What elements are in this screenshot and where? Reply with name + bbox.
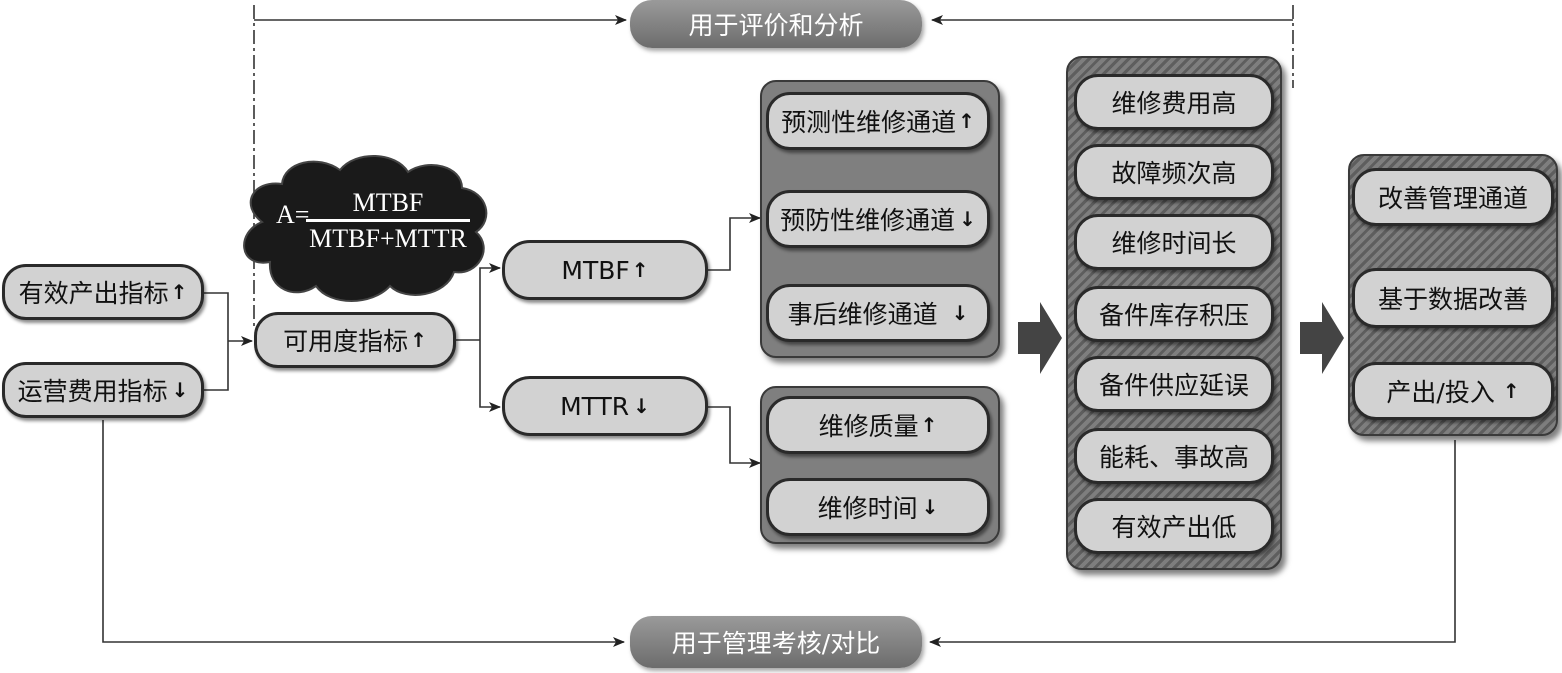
problem-item: 故障频次高 [1074, 144, 1274, 200]
input-effective-output: 有效产出指标↑ [2, 264, 204, 320]
mttr-node: MTTR↓ [502, 376, 708, 436]
problem-label: 备件库存积压 [1098, 301, 1249, 330]
bottom-banner: 用于管理考核/对比 [630, 616, 922, 668]
mtbf-to-channels-arrow [708, 213, 761, 271]
up-arrow-icon: ↑ [170, 280, 188, 304]
channel-label: 事后维修通道 [787, 300, 938, 329]
mttr-item-quality: 维修质量↑ [766, 396, 990, 454]
formula-lhs: A= [276, 200, 310, 229]
problem-item: 维修时间长 [1074, 214, 1274, 270]
channel-predictive: 预测性维修通道↑ [766, 92, 990, 150]
availability-node: 可用度指标↑ [254, 312, 456, 368]
bottom-banner-label: 用于管理考核/对比 [671, 629, 881, 658]
big-arrow-2 [1300, 302, 1344, 374]
channel-label: 预防性维修通道 [780, 206, 956, 235]
channel-label: 预测性维修通道 [781, 108, 957, 137]
to-mttr-arrow [479, 340, 501, 412]
input-operating-cost: 运营费用指标↓ [2, 362, 204, 418]
problem-item: 维修费用高 [1074, 74, 1274, 130]
improvement-label: 基于数据改善 [1377, 285, 1528, 314]
big-arrow-1 [1018, 302, 1062, 374]
down-arrow-icon: ↓ [171, 378, 189, 402]
formula-numerator: MTBF [352, 188, 424, 217]
improvement-label: 改善管理通道 [1377, 184, 1528, 213]
inputs-merge-line [204, 292, 229, 391]
up-arrow-icon: ↑ [958, 109, 975, 133]
top-banner: 用于评价和分析 [630, 0, 922, 48]
improvement-item: 产出/投入 ↑ [1352, 362, 1554, 420]
channel-preventive: 预防性维修通道↓ [766, 190, 990, 248]
mtbf-label: MTBF [561, 255, 630, 285]
mttr-label: MTTR [560, 391, 630, 421]
problem-label: 故障频次高 [1111, 159, 1237, 188]
problem-label: 能耗、事故高 [1098, 443, 1249, 472]
down-arrow-icon: ↓ [633, 394, 650, 418]
up-arrow-icon: ↑ [631, 258, 649, 282]
mttr-item-time: 维修时间↓ [766, 478, 990, 536]
down-arrow-icon: ↓ [921, 495, 939, 519]
channel-corrective: 事后维修通道 ↓ [766, 284, 990, 342]
up-arrow-icon: ↑ [1502, 379, 1520, 403]
bottom-left-arrow-line [102, 420, 625, 647]
cloud-shape [243, 155, 488, 302]
problem-item: 能耗、事故高 [1074, 428, 1274, 484]
formula-fraction-bar [306, 219, 470, 222]
problem-label: 维修费用高 [1111, 89, 1237, 118]
bottom-right-arrow-line [929, 440, 1456, 647]
formula-denominator: MTBF+MTTR [309, 224, 467, 253]
problem-label: 维修时间长 [1111, 229, 1237, 258]
problem-item: 备件库存积压 [1074, 286, 1274, 342]
mttr-to-items-arrow [708, 406, 761, 468]
top-banner-label: 用于评价和分析 [688, 11, 864, 40]
problem-label: 有效产出低 [1111, 513, 1237, 542]
improvement-item: 改善管理通道 [1352, 168, 1554, 226]
up-arrow-icon: ↑ [410, 328, 427, 352]
to-mtbf-arrow [479, 263, 501, 340]
item-label: 维修时间 [817, 494, 918, 523]
mtbf-node: MTBF↑ [502, 240, 708, 300]
improvement-label: 产出/投入 [1386, 378, 1495, 407]
up-arrow-icon: ↑ [920, 413, 938, 437]
availability-label: 可用度指标 [283, 327, 409, 356]
input-label: 运营费用指标 [17, 377, 168, 406]
improvement-item: 基于数据改善 [1352, 268, 1554, 328]
down-arrow-icon: ↓ [959, 207, 976, 231]
problem-label: 备件供应延误 [1098, 371, 1249, 400]
input-label: 有效产出指标 [18, 279, 169, 308]
down-arrow-icon: ↓ [951, 301, 969, 325]
problem-item: 有效产出低 [1074, 498, 1274, 554]
item-label: 维修质量 [818, 412, 919, 441]
problem-item: 备件供应延误 [1074, 356, 1274, 412]
